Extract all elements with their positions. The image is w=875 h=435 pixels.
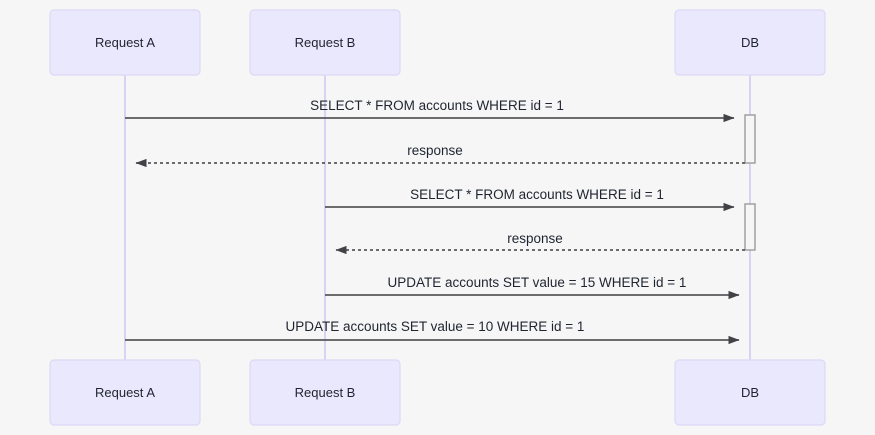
participant-db-top[interactable]: DB [674,9,826,76]
messages-group: SELECT * FROM accounts WHERE id = 1 respo… [125,98,745,345]
participant-label-a-top: Request A [95,35,155,50]
activation-bar-act-1 [744,114,756,164]
participant-box-b-bottom [249,359,401,426]
participant-label-db-top: DB [741,35,759,50]
participant-db-bottom[interactable]: DB [674,359,826,426]
participant-label-a-bottom: Request A [95,385,155,400]
message-label-4: response [507,231,563,246]
participant-box-a-top [49,9,201,76]
message-label-1: SELECT * FROM accounts WHERE id = 1 [310,98,564,113]
participant-b-top[interactable]: Request B [249,9,401,76]
participant-label-b-bottom: Request B [295,385,356,400]
message-label-6: UPDATE accounts SET value = 10 WHERE id … [286,319,585,334]
message-2[interactable]: response [135,143,745,168]
participant-boxes-group: Request A Request A Request B Request B DB DB [49,9,826,426]
activations-group [744,114,756,251]
message-label-2: response [407,143,463,158]
participant-box-a-bottom [49,359,201,426]
participant-box-db-bottom [674,359,826,426]
participant-label-db-bottom: DB [741,385,759,400]
activation-bar-act-2 [744,203,756,251]
message-label-5: UPDATE accounts SET value = 15 WHERE id … [388,275,687,290]
message-6[interactable]: UPDATE accounts SET value = 10 WHERE id … [125,319,740,345]
participant-box-db-top [674,9,826,76]
message-4[interactable]: response [335,231,745,255]
participant-label-b-top: Request B [295,35,356,50]
message-1[interactable]: SELECT * FROM accounts WHERE id = 1 [125,98,735,123]
participant-b-bottom[interactable]: Request B [249,359,401,426]
message-label-3: SELECT * FROM accounts WHERE id = 1 [410,187,664,202]
participant-a-bottom[interactable]: Request A [49,359,201,426]
participant-box-b-top [249,9,401,76]
message-3[interactable]: SELECT * FROM accounts WHERE id = 1 [325,187,735,212]
participant-a-top[interactable]: Request A [49,9,201,76]
message-5[interactable]: UPDATE accounts SET value = 15 WHERE id … [325,275,740,300]
